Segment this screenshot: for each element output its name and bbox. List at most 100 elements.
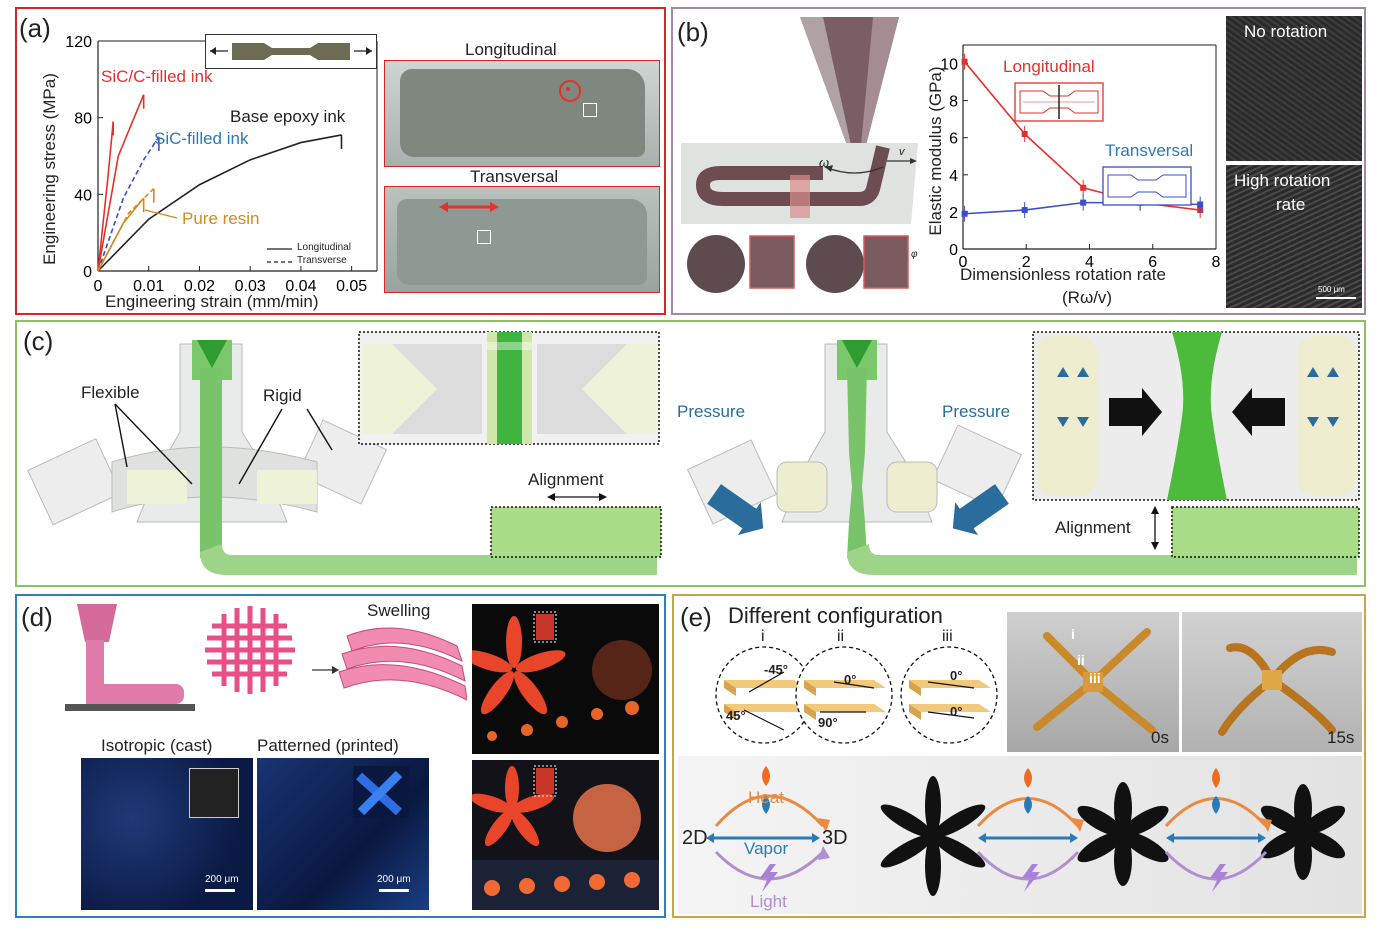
velocity-symbol: v <box>899 146 905 158</box>
series-line <box>97 121 115 272</box>
label-vapor: Vapor <box>744 839 789 858</box>
micro-scale-label: 500 μm <box>1318 285 1345 294</box>
legend-solid: Longitudinal <box>297 242 351 253</box>
patterned-cube-icon <box>353 766 409 818</box>
label-swelling: Swelling <box>367 601 431 620</box>
angle-ii-top: 0° <box>844 672 857 687</box>
omega-symbol: ω <box>819 155 830 170</box>
label-rigid: Rigid <box>263 386 302 405</box>
label-flexible: Flexible <box>81 383 140 402</box>
micro-bottom-label-2: rate <box>1276 195 1306 214</box>
photo-label-i: i <box>1071 626 1075 642</box>
label-sic-c: SiC/C-filled ink <box>101 67 213 86</box>
series-line <box>97 134 342 272</box>
x-tick-label: 0 <box>94 278 103 295</box>
right-nozzle <box>686 340 1357 575</box>
y-tick-label: 10 <box>940 57 958 74</box>
x-tick-label: 6 <box>1148 254 1157 271</box>
series-label-longitudinal: Longitudinal <box>1003 57 1095 76</box>
x-tick-label: 0.01 <box>133 278 164 295</box>
b-x-axis-label-1: Dimensionless rotation rate <box>960 265 1166 284</box>
y-tick-label: 0 <box>83 264 92 281</box>
label-base: Base epoxy ink <box>230 107 346 126</box>
time-0s: 0s <box>1151 728 1169 747</box>
micro-top-label: No rotation <box>1244 22 1328 41</box>
label-alignment-left: Alignment <box>528 470 604 489</box>
longitudinal-section-photo <box>384 60 660 167</box>
flower-photo-top <box>472 604 659 754</box>
y-tick-label: 6 <box>949 131 958 148</box>
photo-title-longitudinal: Longitudinal <box>465 40 557 59</box>
y-tick-label: 2 <box>949 205 958 222</box>
phi-symbol: φ <box>911 249 918 260</box>
y-tick-label: 4 <box>949 168 958 185</box>
rotating-nozzle-illustration <box>681 17 918 293</box>
micrograph-high-rotation: High rotation rate 500 μm <box>1226 165 1362 308</box>
label-light: Light <box>750 892 787 911</box>
x-tick-label: 2 <box>1022 254 1031 271</box>
x-tick-label: 0.05 <box>336 278 367 295</box>
panel-c: (c) <box>15 320 1366 587</box>
panel-d: (d) Swelling Isotropic (cast) 200 μm <box>15 594 666 918</box>
specimen-inset <box>205 34 377 69</box>
angle-i-bottom: 45° <box>726 708 746 723</box>
photo-label-ii: ii <box>1077 652 1085 668</box>
gripper-photo-15s: 15s <box>1182 612 1362 752</box>
x-tick-label: 0.02 <box>184 278 215 295</box>
series-line <box>97 136 160 272</box>
stimuli-cycle-area: 2D 3D Heat Vapor Light <box>678 756 1362 914</box>
series-label-transversal: Transversal <box>1105 141 1194 160</box>
panel-e: (e) Different configuration i ii iii <box>672 594 1366 918</box>
b-x-axis-label-2: (Rω/v) <box>1062 288 1113 307</box>
patterned-micrograph: 200 μm <box>257 758 429 910</box>
photo-label-iii: iii <box>1089 670 1101 686</box>
isotropic-micrograph: 200 μm <box>81 758 253 910</box>
y-axis-label: Engineering stress (MPa) <box>40 73 59 265</box>
panel-a-label: (a) <box>19 13 51 43</box>
x-tick-label: 0.03 <box>235 278 266 295</box>
x-tick-label: 4 <box>1085 254 1094 271</box>
angle-iii-bottom: 0° <box>950 704 963 719</box>
panel-c-label: (c) <box>23 326 54 356</box>
scale-left: 200 μm <box>205 874 239 885</box>
label-heat: Heat <box>748 788 784 807</box>
y-tick-label: 0 <box>949 242 958 259</box>
transversal-section-photo <box>384 186 660 293</box>
label-pressure-right: Pressure <box>942 402 1011 421</box>
angle-ii-bottom: 90° <box>818 715 838 730</box>
label-sic: SiC-filled ink <box>154 129 249 148</box>
gripper-photo-0s: i ii iii 0s <box>1007 612 1179 752</box>
b-y-axis-label: Elastic modulus (GPa) <box>926 66 945 236</box>
x-tick-label: 0 <box>959 254 968 271</box>
y-tick-label: 120 <box>65 34 92 51</box>
isotropic-cube-icon <box>189 768 239 818</box>
series-line <box>97 94 145 272</box>
x-tick-label: 8 <box>1212 254 1221 271</box>
label-isotropic: Isotropic (cast) <box>101 736 213 755</box>
label-pressure-left: Pressure <box>677 402 746 421</box>
roman-iii: iii <box>942 628 953 645</box>
left-nozzle <box>27 340 657 575</box>
angle-iii-top: 0° <box>950 668 963 683</box>
x-axis-label: Engineering strain (mm/min) <box>105 292 319 311</box>
series-line <box>97 188 155 272</box>
nozzle-diagram <box>27 331 1360 575</box>
panel-b-label: (b) <box>677 17 709 47</box>
y-tick-label: 80 <box>74 111 92 128</box>
roman-i: i <box>761 628 765 645</box>
label-alignment-right: Alignment <box>1055 518 1131 537</box>
micrograph-no-rotation: No rotation <box>1226 16 1362 161</box>
y-tick-label: 40 <box>74 187 92 204</box>
configuration-circles <box>715 646 998 744</box>
scale-right: 200 μm <box>377 874 411 885</box>
label-patterned: Patterned (printed) <box>257 736 399 755</box>
label-resin: Pure resin <box>182 209 260 228</box>
label-different-configuration: Different configuration <box>728 603 943 628</box>
panel-e-label: (e) <box>680 602 712 632</box>
modulus-chart: 0 2 4 6 8 10 0 2 4 6 8 <box>940 44 1221 271</box>
label-2d: 2D <box>682 827 708 849</box>
y-tick-label: 8 <box>949 94 958 111</box>
